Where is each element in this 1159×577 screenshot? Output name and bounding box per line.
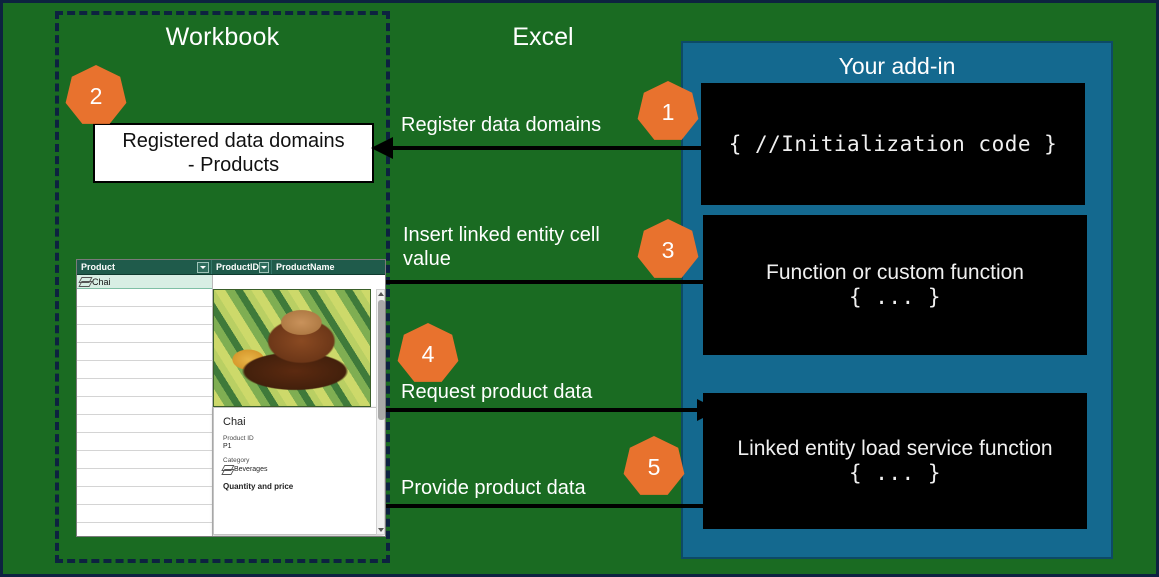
registered-data-domains-box: Registered data domains - Products <box>93 123 374 183</box>
column-header-productname-label: ProductName <box>276 262 335 272</box>
arrow-provide-product-data-line <box>333 504 705 508</box>
table-row[interactable] <box>77 379 212 397</box>
entity-card-area: Chai Product ID P1 Category Beverages Qu… <box>213 275 385 536</box>
scroll-down-icon[interactable] <box>378 528 384 532</box>
code-text-function: { ... } <box>848 285 941 309</box>
addin-title: Your add-in <box>838 53 956 79</box>
arrow-register-data-domains-head <box>371 137 393 159</box>
flow-label-register-data-domains: Register data domains <box>401 114 602 136</box>
workbook-region <box>55 11 390 563</box>
filter-dropdown-icon[interactable] <box>259 261 269 273</box>
code-box-function: Function or custom function { ... } <box>703 215 1087 355</box>
arrow-request-product-data-line <box>377 408 699 412</box>
cell-product-chai-label: Chai <box>92 276 111 287</box>
table-row[interactable] <box>77 487 212 505</box>
table-row[interactable] <box>77 325 212 343</box>
arrow-insert-linked-entity-line <box>131 280 707 284</box>
flow-label-request-product-data: Request product data <box>401 381 593 403</box>
flow-label-provide-product-data: Provide product data <box>401 477 586 499</box>
table-row[interactable] <box>77 433 212 451</box>
scrollbar-thumb[interactable] <box>378 300 385 420</box>
column-header-product-label: Product <box>81 262 116 272</box>
table-row[interactable] <box>77 415 212 433</box>
spreadsheet-body: Chai Chai Product I <box>77 275 385 536</box>
arrow-request-product-data-head <box>697 399 719 421</box>
registered-box-line1: Registered data domains <box>122 129 345 152</box>
entity-card-scrollbar[interactable] <box>376 289 385 535</box>
filter-dropdown-icon[interactable] <box>197 261 209 273</box>
code-box-load-service: Linked entity load service function { ..… <box>703 393 1087 529</box>
entity-card-field-label-product-id: Product ID <box>223 435 254 442</box>
column-header-product[interactable]: Product <box>77 260 212 274</box>
table-row[interactable] <box>77 307 212 325</box>
entity-card: Chai Product ID P1 Category Beverages Qu… <box>213 407 383 535</box>
arrow-register-data-domains-line <box>393 146 705 150</box>
table-row[interactable] <box>77 397 212 415</box>
column-header-productid-label: ProductID <box>216 262 260 272</box>
table-row[interactable] <box>77 343 212 361</box>
code-text-load-service: { ... } <box>848 461 941 485</box>
code-title-load-service: Linked entity load service function <box>737 437 1053 460</box>
entity-card-field-value-product-id: P1 <box>223 443 232 450</box>
flow-label-insert-linked-entity: Insert linked entity cell value <box>403 224 600 271</box>
excel-title: Excel <box>512 23 574 51</box>
table-row[interactable] <box>77 469 212 487</box>
spreadsheet-product-column: Chai <box>77 275 213 536</box>
table-row[interactable] <box>77 505 212 523</box>
linked-entity-icon <box>80 277 89 286</box>
code-title-function: Function or custom function <box>766 261 1024 284</box>
workbook-title: Workbook <box>165 23 280 51</box>
column-header-productname[interactable]: ProductName <box>272 260 385 274</box>
entity-card-section-quantity-and-price: Quantity and price <box>223 482 294 491</box>
step-badge-4: 4 <box>397 323 459 382</box>
registered-box-line2: - Products <box>187 154 280 176</box>
entity-card-category-label: Beverages <box>234 465 268 473</box>
step-badge-2: 2 <box>65 65 127 124</box>
cell-product-chai[interactable]: Chai <box>77 275 212 289</box>
entity-card-field-value-category: Beverages <box>223 465 373 473</box>
scroll-up-icon[interactable] <box>378 292 384 296</box>
excel-spreadsheet-screenshot: Product ProductID ProductName Chai <box>76 259 386 537</box>
table-row[interactable] <box>77 451 212 469</box>
code-text-initialization: { //Initialization code } <box>728 132 1058 156</box>
table-row[interactable] <box>77 289 212 307</box>
linked-entity-icon <box>223 465 231 473</box>
spreadsheet-header-row: Product ProductID ProductName <box>77 260 385 275</box>
table-row[interactable] <box>77 361 212 379</box>
entity-card-field-label-category: Category <box>223 457 250 464</box>
entity-card-title: Chai <box>223 416 246 428</box>
product-photo-chai <box>213 289 371 407</box>
code-box-initialization: { //Initialization code } <box>701 83 1085 205</box>
column-header-productid[interactable]: ProductID <box>212 260 272 274</box>
